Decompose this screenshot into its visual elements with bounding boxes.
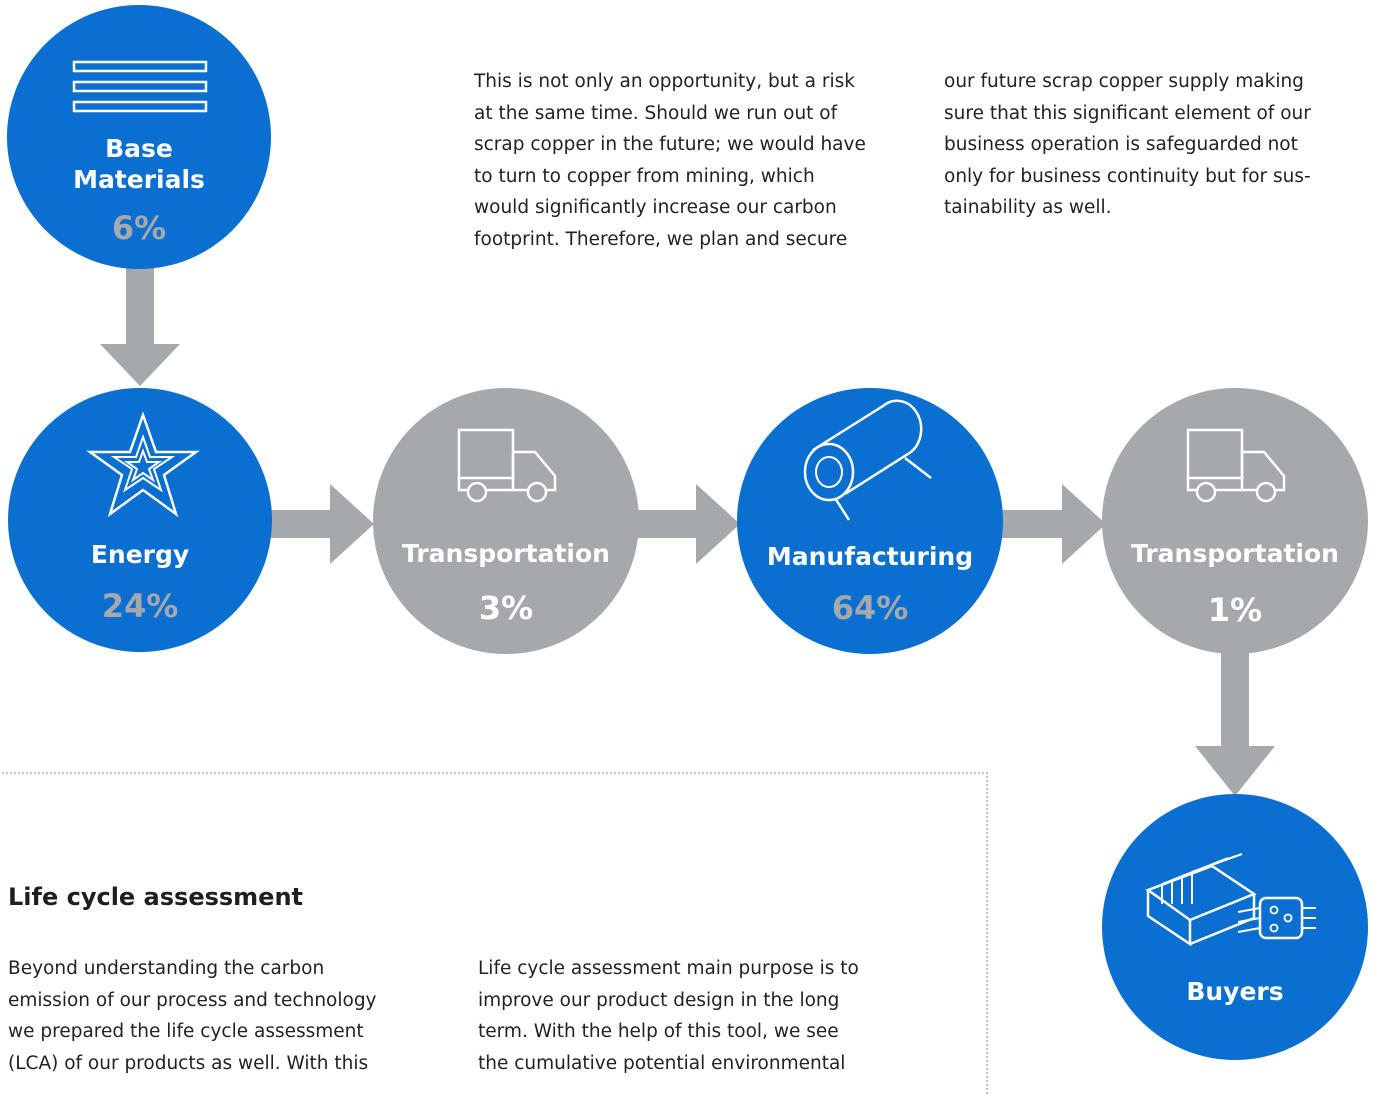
arrow-manufacturing-to-transport <box>994 484 1106 564</box>
node-percent: 6% <box>111 209 167 247</box>
node-label: Manufacturing <box>766 542 974 571</box>
arrow-transport-to-buyers <box>1195 640 1275 796</box>
lca-paragraph-col2: Life cycle assessment main purpose is to… <box>478 958 859 1074</box>
node-energy: Energy 24% <box>8 388 272 652</box>
arrow-transport-to-manufacturing <box>628 484 740 564</box>
lca-paragraph-col1: Beyond understanding the carbon emission… <box>8 958 377 1074</box>
node-label: Transportation <box>402 539 610 568</box>
node-buyers: Buyers <box>1102 794 1368 1060</box>
truck-icon <box>457 428 557 503</box>
node-percent: 3% <box>478 589 534 627</box>
node-label: Transportation <box>1131 539 1339 568</box>
server-chip-icon <box>1145 853 1316 947</box>
arrow-base-to-energy <box>100 258 180 386</box>
node-transportation-2: Transportation 1% <box>1102 388 1368 654</box>
arrow-energy-to-transport <box>262 484 374 564</box>
stacked-bars-icon <box>72 60 208 113</box>
node-transportation-1: Transportation 3% <box>373 388 639 654</box>
node-label: Buyers <box>1186 977 1284 1006</box>
node-percent: 64% <box>831 589 909 627</box>
node-label: Base Materials <box>73 134 205 194</box>
roll-icon <box>803 399 932 521</box>
intro-paragraph-col2: our future scrap copper supply making su… <box>944 71 1311 218</box>
node-percent: 24% <box>101 587 179 625</box>
node-percent: 1% <box>1207 591 1263 629</box>
intro-paragraph-col1: This is not only an opportunity, but a r… <box>474 71 866 250</box>
star-icon <box>86 412 200 518</box>
lca-section-border <box>0 772 988 1094</box>
node-label: Energy <box>90 540 190 569</box>
truck-icon <box>1186 428 1286 503</box>
lca-section-title: Life cycle assessment <box>8 883 304 911</box>
node-manufacturing: Manufacturing 64% <box>737 388 1003 654</box>
node-base-materials: Base Materials 6% <box>7 5 271 269</box>
